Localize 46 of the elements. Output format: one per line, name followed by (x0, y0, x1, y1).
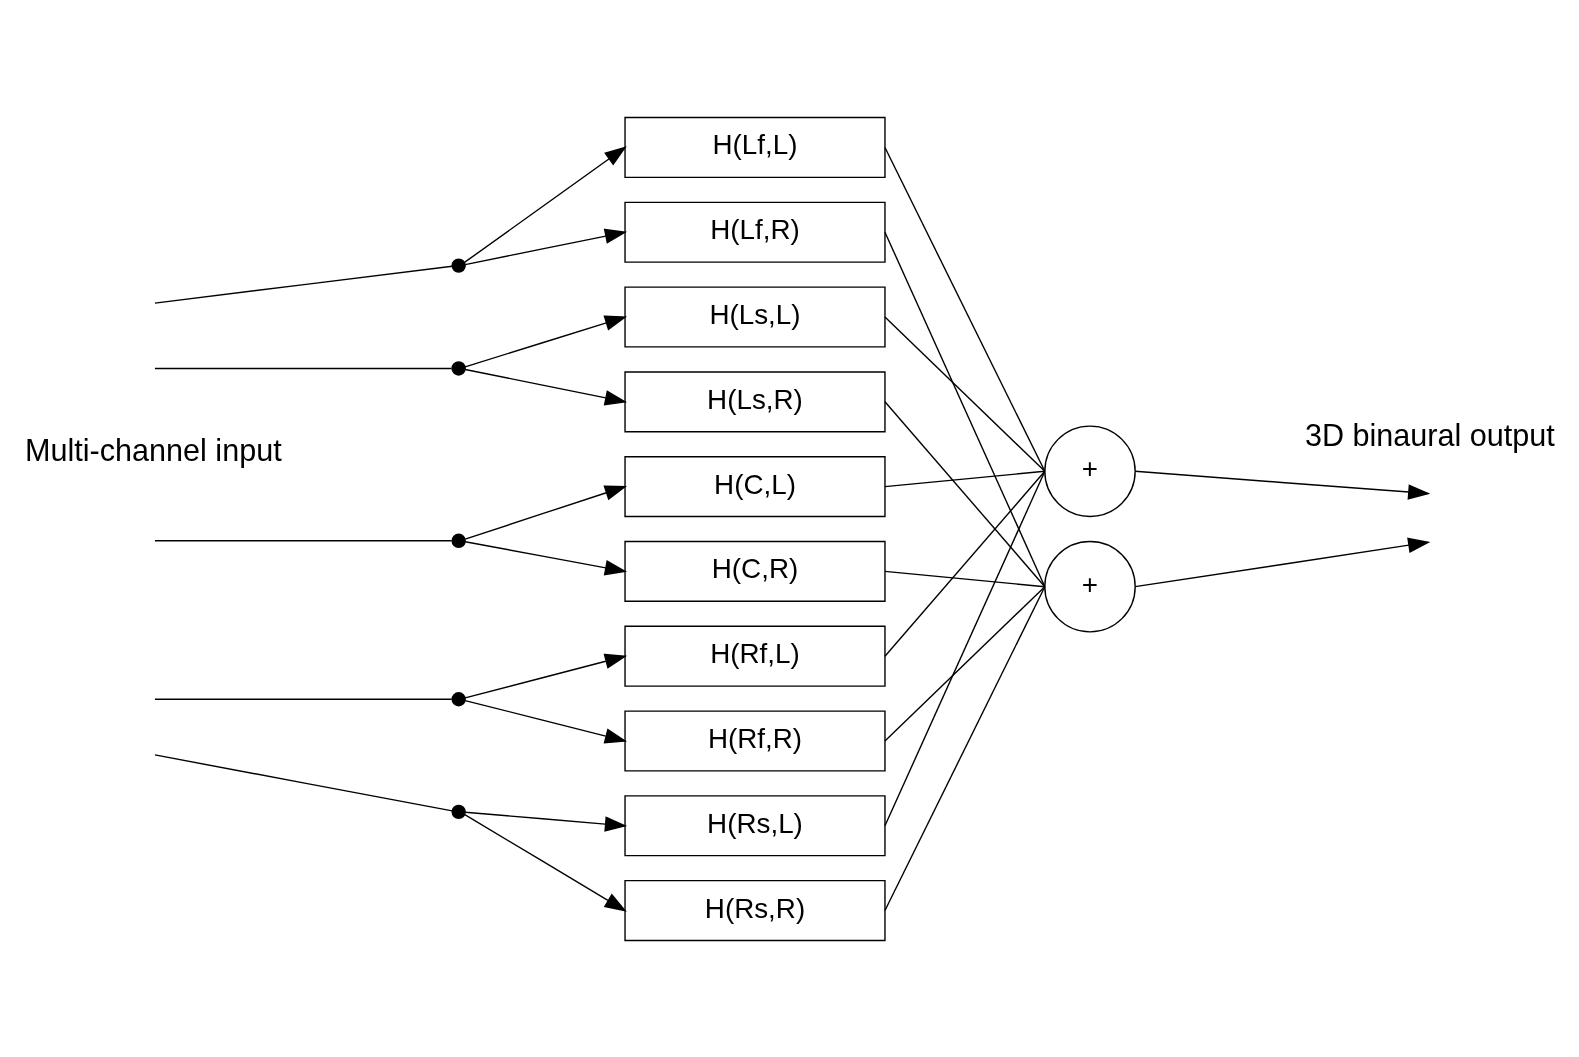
arrow (463, 145, 627, 263)
node-dot (451, 533, 466, 548)
node-box: H(Rf,L) (624, 625, 886, 687)
connector (884, 470, 1046, 826)
connector (154, 539, 453, 541)
connector (884, 400, 1046, 587)
node-box: H(Ls,R) (624, 370, 886, 432)
connector (884, 570, 1046, 587)
label: Multi-channel input (24, 432, 282, 467)
connector (884, 231, 1046, 587)
node-box: H(Ls,L) (624, 285, 886, 348)
connector (884, 470, 1046, 487)
arrow (464, 699, 628, 744)
arrow (464, 653, 628, 699)
connector (884, 470, 1046, 657)
node-box: H(C,L) (624, 455, 886, 517)
connector (884, 585, 1046, 911)
connector (154, 265, 453, 304)
arrow (464, 368, 628, 405)
node-dot (451, 691, 466, 706)
node-box: H(Rs,R) (624, 879, 886, 941)
node-dot (451, 257, 466, 273)
arrow (1134, 537, 1431, 587)
node-box: H(Lf,L) (624, 116, 886, 178)
arrow (1134, 470, 1431, 500)
arrow (464, 540, 628, 575)
arrow (464, 485, 628, 540)
connector (884, 146, 1046, 472)
connector (884, 585, 1046, 742)
node-circle: + (1044, 540, 1136, 633)
arrow (464, 228, 628, 265)
node-box: H(Rs,L) (624, 794, 886, 856)
connector (154, 698, 453, 700)
node-circle: + (1044, 424, 1136, 517)
node-box: H(Rf,R) (624, 709, 886, 772)
node-box: H(Lf,R) (624, 201, 886, 263)
arrow (464, 811, 628, 832)
arrow (464, 315, 628, 368)
node-dot (451, 804, 466, 819)
arrow (464, 813, 627, 912)
connector (154, 367, 453, 369)
connector (884, 315, 1046, 472)
node-dot (451, 360, 466, 376)
node-box: H(C,R) (624, 540, 886, 602)
label: 3D binaural output (1304, 417, 1555, 452)
connector (154, 753, 453, 812)
